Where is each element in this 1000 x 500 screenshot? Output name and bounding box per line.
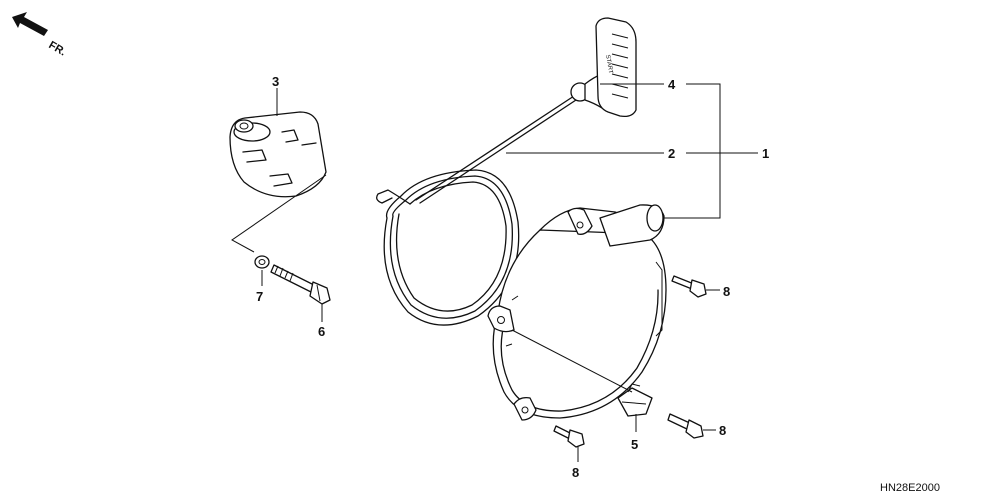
rope-guide-clip: [617, 383, 653, 417]
callout-2: 2: [668, 146, 675, 161]
flange-bolt-upper: [671, 275, 707, 298]
flange-bolt-bottom: [553, 425, 585, 448]
callout-5: 5: [631, 437, 638, 452]
flange-bolt-lower-right: [667, 413, 704, 439]
callout-7: 7: [256, 289, 263, 304]
pulley-assembly-guide: [231, 174, 327, 253]
callout-3: 3: [272, 74, 279, 89]
callout-1: 1: [762, 146, 769, 161]
starter-pulley: [229, 111, 327, 198]
callout-6: 6: [318, 324, 325, 339]
flange-bolt: [270, 264, 331, 305]
diagram-code: HN28E2000: [880, 482, 940, 494]
starter-grip: START: [570, 17, 637, 118]
washer: [254, 255, 270, 269]
starter-rope: [376, 95, 577, 326]
leader-lines: [261, 83, 758, 462]
recoil-starter-housing: [487, 204, 667, 421]
clip-guide-line: [511, 329, 633, 393]
grip-label: START: [604, 54, 613, 74]
callout-8-bottom: 8: [572, 465, 579, 480]
callout-8-upper: 8: [723, 284, 730, 299]
front-direction-label: FR.: [47, 39, 68, 58]
front-direction-arrow: FR.: [12, 12, 68, 58]
callout-8-right: 8: [719, 423, 726, 438]
callout-4: 4: [668, 77, 676, 92]
